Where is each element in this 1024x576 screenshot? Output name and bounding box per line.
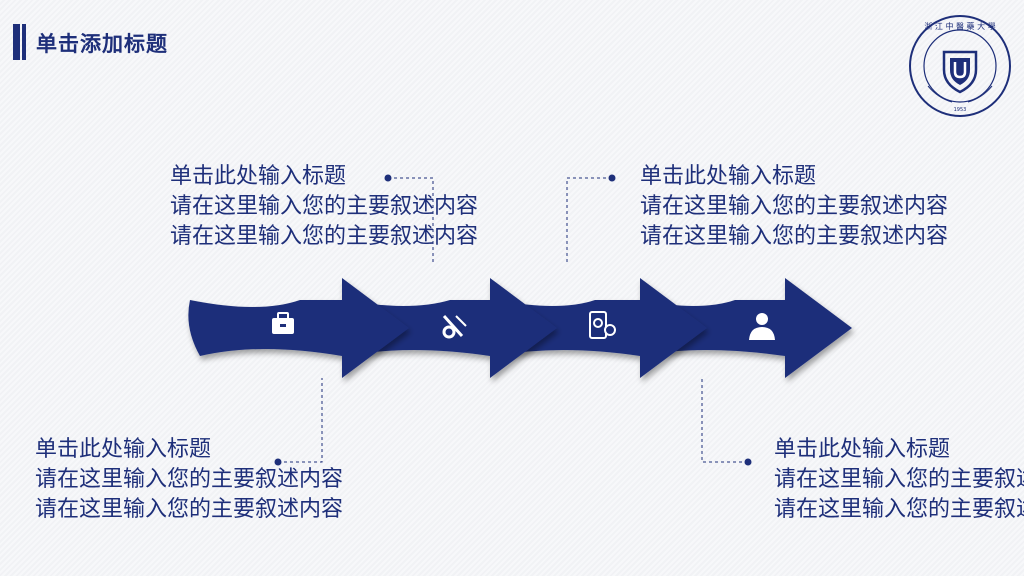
arrow-segment-4 xyxy=(640,278,852,378)
svg-text:浙 江 中 醫 藥 大 學: 浙 江 中 醫 藥 大 學 xyxy=(924,21,995,31)
title-accent-bar-thin xyxy=(22,24,26,60)
connector-1 xyxy=(388,177,434,262)
connector-dot-3 xyxy=(274,458,282,466)
step-line: 请在这里输入您的主要叙述内容 xyxy=(170,224,479,249)
money-phone-icon xyxy=(589,311,616,339)
step-3-text[interactable]: 单击此处输入标题 请在这里输入您的主要叙述内容 请在这里输入您的主要叙述内容 xyxy=(35,435,343,525)
svg-text:1953: 1953 xyxy=(954,107,967,113)
connector-dot-1 xyxy=(384,174,392,182)
page-title[interactable]: 单击添加标题 xyxy=(36,32,168,56)
step-line: 请在这里输入您的主要叙述内容 xyxy=(640,224,949,249)
step-line: 请在这里输入您的主要叙述内容 xyxy=(774,497,1024,522)
university-seal-logo: 浙 江 中 醫 藥 大 學 1953 xyxy=(909,15,1011,117)
step-line: 请在这里输入您的主要叙述内容 xyxy=(640,194,949,219)
title-accent-bar xyxy=(13,24,20,60)
step-heading: 单击此处输入标题 xyxy=(170,164,347,189)
connector-3 xyxy=(278,378,323,463)
briefcase-icon xyxy=(272,312,294,334)
step-heading: 单击此处输入标题 xyxy=(774,437,951,462)
arrow-segment-1 xyxy=(188,278,409,378)
step-heading: 单击此处输入标题 xyxy=(640,164,817,189)
connector-2 xyxy=(566,177,612,262)
step-line: 请在这里输入您的主要叙述内容 xyxy=(35,497,344,522)
person-icon xyxy=(749,313,775,340)
arrow-segment-3 xyxy=(495,278,707,378)
connector-dot-2 xyxy=(608,174,616,182)
step-1-text[interactable]: 单击此处输入标题 请在这里输入您的主要叙述内容 请在这里输入您的主要叙述内容 xyxy=(170,162,478,252)
connector-dot-4 xyxy=(744,458,752,466)
step-line: 请在这里输入您的主要叙述内容 xyxy=(170,194,479,219)
step-2-text[interactable]: 单击此处输入标题 请在这里输入您的主要叙述内容 请在这里输入您的主要叙述内容 xyxy=(640,162,948,252)
step-line: 请在这里输入您的主要叙述内容 xyxy=(774,467,1024,492)
connector-4 xyxy=(701,378,748,463)
step-heading: 单击此处输入标题 xyxy=(35,437,212,462)
step-line: 请在这里输入您的主要叙述内容 xyxy=(35,467,344,492)
tools-icon xyxy=(442,314,467,339)
step-4-text[interactable]: 单击此处输入标题 请在这里输入您的主要叙述内容 请在这里输入您的主要叙述内容 xyxy=(774,435,1024,525)
